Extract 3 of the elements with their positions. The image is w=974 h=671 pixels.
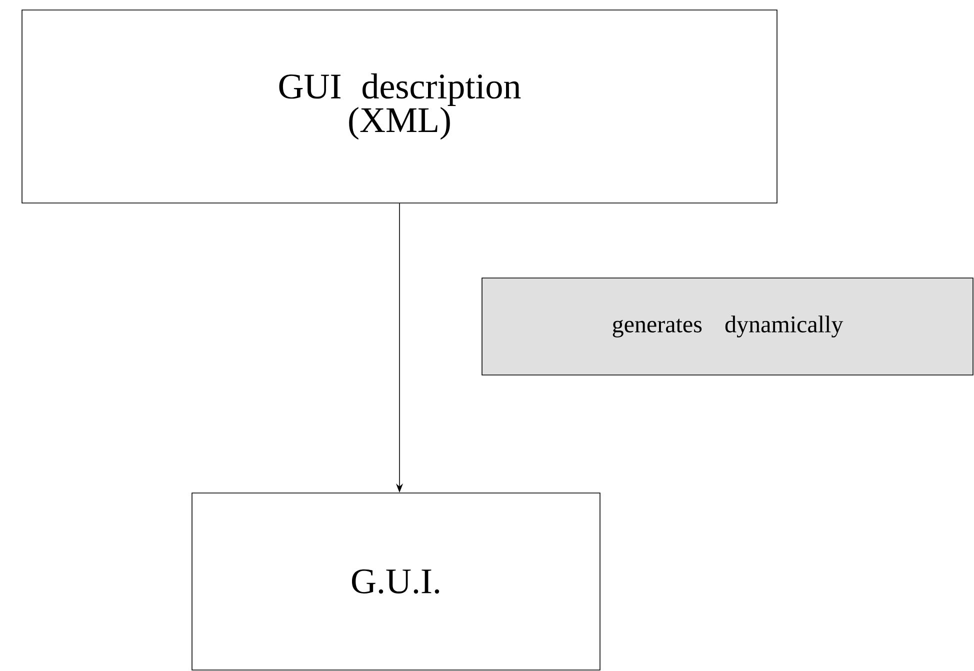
- note-box: generates dynamically: [482, 278, 974, 376]
- process-box: GUI description (XML): [22, 10, 778, 204]
- process-box: G.U.I.: [192, 492, 600, 670]
